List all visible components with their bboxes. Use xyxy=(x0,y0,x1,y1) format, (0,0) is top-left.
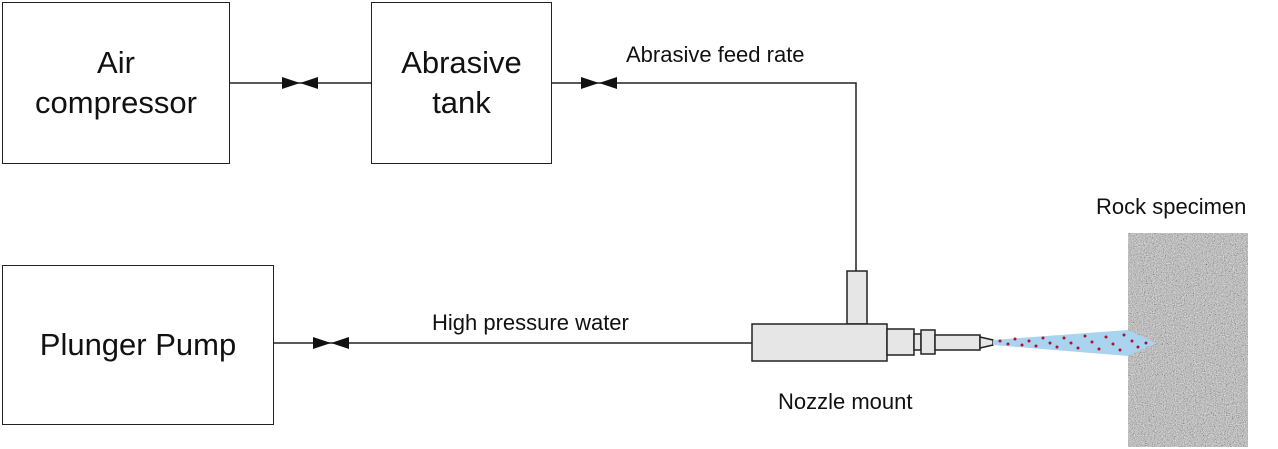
water-jet xyxy=(993,330,1156,356)
air-compressor-label-line2: compressor xyxy=(35,85,197,120)
nozzle-mount xyxy=(751,270,994,362)
abrasive-tank-label-line1: Abrasive xyxy=(401,45,522,80)
abrasive-tank-label-line2: tank xyxy=(432,85,491,120)
rock-specimen-block xyxy=(1128,233,1248,447)
plunger-pump-label: Plunger Pump xyxy=(39,327,237,362)
air-compressor-label-line1: Air xyxy=(97,45,135,80)
plunger-pump-box: Plunger Pump xyxy=(2,265,274,425)
high-pressure-water-label: High pressure water xyxy=(432,310,629,335)
abrasive-particles xyxy=(998,333,1148,352)
abrasive-tank-box: Abrasive tank xyxy=(371,2,552,164)
air-compressor-box: Air compressor xyxy=(2,2,230,164)
abrasive-feed-line xyxy=(552,82,857,271)
abrasive-feed-rate-label: Abrasive feed rate xyxy=(626,42,805,67)
valve-water xyxy=(313,337,349,349)
nozzle-mount-label: Nozzle mount xyxy=(778,389,913,414)
valve-air xyxy=(282,77,318,89)
valve-abrasive xyxy=(581,77,617,89)
rock-specimen-label: Rock specimen xyxy=(1096,194,1247,219)
